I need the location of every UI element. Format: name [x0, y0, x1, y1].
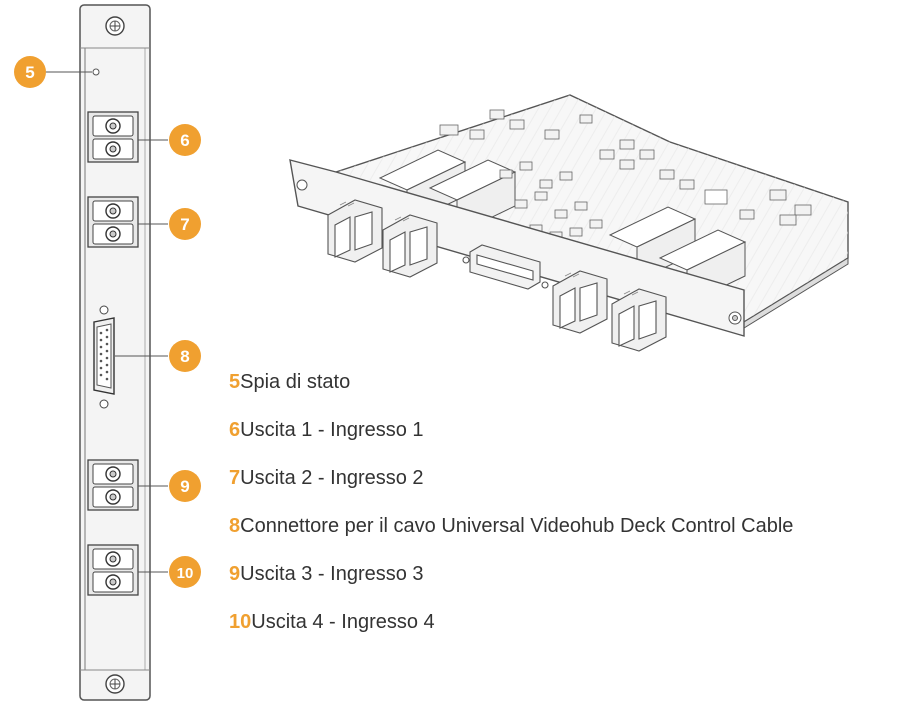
- legend-text: Uscita 4 - Ingresso 4: [251, 611, 435, 633]
- callout-badge-9: 9: [169, 470, 201, 502]
- deck-control-connector: [93, 305, 115, 409]
- callout-badge-8: 8: [169, 340, 201, 372]
- legend-text: Uscita 1 - Ingresso 1: [240, 419, 424, 441]
- callout-badge-10-label: 10: [177, 565, 194, 582]
- legend-text: Uscita 3 - Ingresso 3: [240, 563, 424, 585]
- callout-badge-9-label: 9: [180, 477, 189, 496]
- legend-number: 5: [229, 371, 241, 393]
- legend-number: 9: [229, 563, 241, 585]
- legend-item-6: 6Uscita 1 - Ingresso 1: [229, 415, 793, 463]
- legend-text: Connettore per il cavo Universal Videohu…: [240, 515, 794, 537]
- port-pair-1: [87, 111, 139, 163]
- card-illustration: [289, 94, 849, 352]
- legend-list: 5Spia di stato 6Uscita 1 - Ingresso 1 7U…: [229, 367, 793, 655]
- status-led: [92, 68, 100, 76]
- callout-badge-6-label: 6: [180, 131, 189, 150]
- top-screw-icon: [105, 16, 125, 36]
- legend-text: Spia di stato: [240, 371, 351, 393]
- legend-number: 6: [229, 419, 241, 441]
- front-panel: [79, 4, 151, 701]
- legend-number: 10: [229, 611, 252, 633]
- port-pair-2: [87, 196, 139, 248]
- bottom-screw-icon: [105, 674, 125, 694]
- callout-badge-8-label: 8: [180, 347, 189, 366]
- callout-badge-6: 6: [169, 124, 201, 156]
- callout-badge-7-label: 7: [180, 215, 189, 234]
- legend-item-8: 8Connettore per il cavo Universal Videoh…: [229, 511, 793, 559]
- legend-item-9: 9Uscita 3 - Ingresso 3: [229, 559, 793, 607]
- callout-badge-5: 5: [14, 56, 46, 88]
- leader-lines: [46, 71, 168, 573]
- legend-number: 8: [229, 515, 241, 537]
- port-pair-4: [87, 544, 139, 596]
- legend-text: Uscita 2 - Ingresso 2: [240, 467, 424, 489]
- callout-badge-5-label: 5: [25, 63, 34, 82]
- legend-item-10: 10Uscita 4 - Ingresso 4: [229, 607, 793, 655]
- legend-item-7: 7Uscita 2 - Ingresso 2: [229, 463, 793, 511]
- legend-number: 7: [229, 467, 241, 489]
- callout-badge-7: 7: [169, 208, 201, 240]
- legend-item-5: 5Spia di stato: [229, 367, 793, 415]
- callout-badge-10: 10: [169, 556, 201, 588]
- port-pair-3: [87, 459, 139, 511]
